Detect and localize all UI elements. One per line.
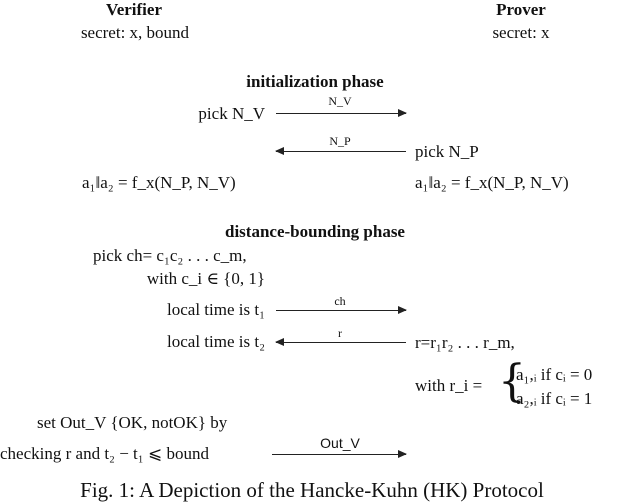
- verifier-secret: secret: x, bound: [80, 23, 190, 42]
- with-ri-text: with r_i =: [415, 376, 483, 395]
- verifier-key-derivation: a₁‖a₂ = f_x(N_P, N_V): [82, 173, 236, 192]
- cases-brace: {: [498, 356, 526, 407]
- arrow-r-label: r: [338, 326, 342, 340]
- arrow-ch-to-prover: [276, 306, 407, 314]
- checking-text: checking r and t₂ − t₁ ⩽ bound: [0, 444, 209, 463]
- case-ci-0: a₁,ᵢ if cᵢ = 0: [516, 365, 593, 384]
- prover-secret: secret: x: [492, 23, 550, 42]
- prover-title: Prover: [496, 0, 546, 19]
- arrow-ch-label: ch: [334, 294, 346, 308]
- pick-nv-text: pick N_V: [198, 104, 265, 123]
- arrow-np-label: N_P: [329, 134, 351, 148]
- prover-key-derivation: a₁‖a₂ = f_x(N_P, N_V): [415, 173, 569, 192]
- arrow-out-to-prover: [272, 450, 407, 458]
- pick-ch-text: pick ch= c₁c₂ . . . c_m,: [93, 246, 247, 265]
- arrow-nv-to-prover: [276, 109, 407, 117]
- local-time-t1: local time is t₁: [167, 300, 265, 319]
- figure-caption: Fig. 1: A Depiction of the Hancke-Kuhn (…: [80, 478, 544, 502]
- verifier-title: Verifier: [105, 0, 162, 19]
- r-definition: r=r₁r₂ . . . r_m,: [415, 333, 515, 352]
- local-time-t2: local time is t₂: [167, 332, 265, 351]
- with-ci-text: with c_i ∈ {0, 1}: [146, 269, 265, 288]
- initialization-phase-title: initialization phase: [246, 72, 384, 91]
- arrow-r-to-verifier: [275, 338, 406, 346]
- arrow-nv-label: N_V: [328, 94, 352, 108]
- arrow-np-to-verifier: [275, 147, 406, 155]
- arrow-out-label: Out_V: [320, 435, 360, 451]
- case-ci-1: a₂,ᵢ if cᵢ = 1: [516, 389, 593, 408]
- set-out-text: set Out_V {OK, notOK} by: [37, 413, 228, 432]
- pick-np-text: pick N_P: [415, 142, 479, 161]
- distance-bounding-phase-title: distance-bounding phase: [225, 222, 405, 241]
